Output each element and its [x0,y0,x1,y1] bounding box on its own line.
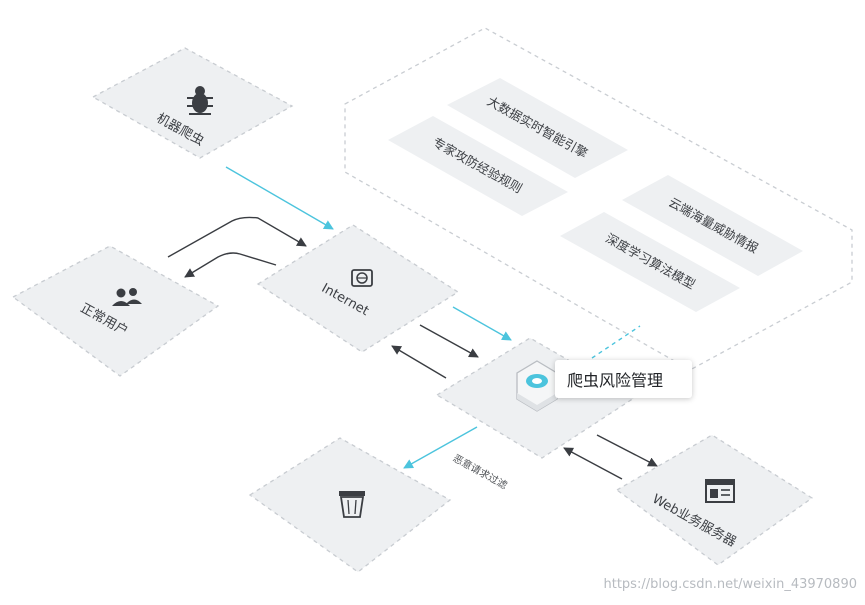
internet-to-risk-arrow [419,324,479,358]
server-window-icon [705,479,735,503]
internet-to-user-arrow [184,252,277,278]
risk-management-label: 爬虫风险管理 [555,360,692,398]
watermark-text: https://blog.csdn.net/weixin_43970890 [603,577,857,592]
crawler-to-internet-arrow [225,166,334,230]
web-server-node: Web业务服务器 [615,434,814,566]
risk-management-node [435,337,636,459]
risk-to-internet-arrow [391,345,447,379]
trash-bin-icon [339,491,365,518]
risk-to-capability-link [591,325,641,359]
internet-to-risk-cyan-arrow [452,306,512,341]
malicious-filter-label: 恶意请求过滤 [451,451,510,491]
risk-to-web-arrow [596,434,658,467]
bug-icon [187,86,213,115]
filtered-request-node [248,437,452,573]
globe-icon [351,269,373,287]
user-to-internet-arrow [167,216,307,258]
normal-user-node: 正常用户 [11,245,220,377]
risk-to-trash-arrow [403,426,478,469]
internet-node: Internet [256,224,460,353]
users-icon [112,288,142,306]
shield-cube-icon [516,360,558,412]
capability-container [344,27,853,371]
web-to-risk-arrow [563,447,623,480]
bot-crawler-node: 机器爬虫 [91,47,294,159]
